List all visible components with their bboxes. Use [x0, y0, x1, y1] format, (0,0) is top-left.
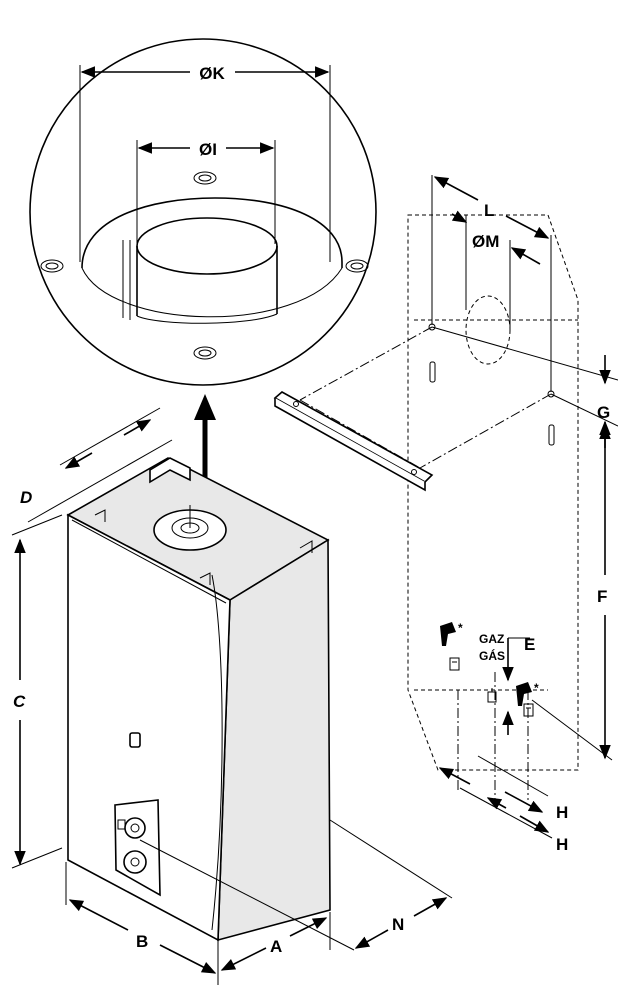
- dimension-h-lower: H: [459, 787, 568, 854]
- gas-label: GAZ GÁS: [479, 632, 505, 663]
- water-heater-icon: [66, 457, 331, 942]
- dimension-n: N: [139, 819, 453, 951]
- dim-label-h2: H: [556, 835, 568, 854]
- dimension-h-upper: H: [438, 755, 568, 822]
- gas-valve-icon: [487, 688, 497, 703]
- gas-label-line2: GÁS: [479, 648, 505, 663]
- flue-pipe-top: [136, 217, 278, 275]
- dimension-e: E: [502, 635, 535, 735]
- dim-label-l: L: [484, 201, 494, 220]
- dimension-g: G: [431, 326, 618, 448]
- dim-label-k: ØK: [199, 64, 225, 83]
- flue-detail-magnified-view: ØK ØI: [29, 38, 377, 386]
- dim-label-h1: H: [556, 803, 568, 822]
- gas-label-line1: GAZ: [479, 632, 504, 646]
- fixing-hole-top: [193, 171, 217, 185]
- dim-label-g: G: [597, 403, 610, 422]
- svg-text:*: *: [458, 621, 463, 635]
- dimension-a: A: [220, 912, 331, 971]
- dim-label-b: B: [136, 932, 148, 951]
- dim-label-a: A: [270, 937, 282, 956]
- dim-label-d: D: [20, 488, 32, 507]
- brand-logo: [129, 732, 141, 748]
- flue-hole-outline: [465, 295, 511, 365]
- dimension-f: F: [531, 424, 613, 761]
- dim-label-m: ØM: [472, 232, 499, 251]
- dim-label-c: C: [13, 692, 26, 711]
- dimension-d: D: [20, 407, 173, 523]
- mounting-rail: [273, 391, 434, 492]
- dim-label-f: F: [597, 587, 607, 606]
- fixing-hole-right: [345, 259, 369, 273]
- dimension-c: C: [11, 514, 63, 869]
- control-knob-bottom: [123, 850, 147, 874]
- hot-water-tap-icon: *: [440, 621, 463, 671]
- dimension-b: B: [65, 862, 219, 985]
- dim-label-e: E: [524, 635, 535, 654]
- fixing-hole-left: [40, 259, 64, 273]
- collar-outer-edge: [81, 197, 343, 269]
- dim-label-n: N: [392, 915, 404, 934]
- dimension-l: L: [431, 175, 552, 392]
- cold-water-tap-icon: *: [516, 681, 539, 717]
- fixing-hole-bottom: [193, 346, 217, 360]
- svg-text:*: *: [534, 681, 539, 695]
- dimension-m: ØM: [451, 210, 541, 330]
- dim-label-i: ØI: [199, 140, 217, 159]
